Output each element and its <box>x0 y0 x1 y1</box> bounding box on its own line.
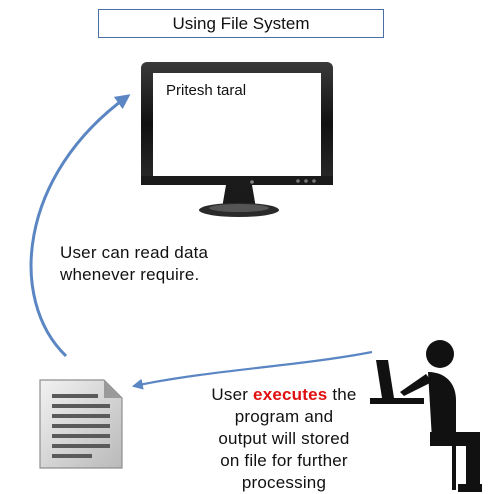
execute-caption-line: User executes the <box>176 384 392 406</box>
diagram-title: Using File System <box>98 9 384 38</box>
read-caption-line: whenever require. <box>60 265 200 284</box>
monitor-button <box>296 179 300 183</box>
execute-caption-line: processing <box>241 473 327 492</box>
monitor-screen-text: Pritesh taral <box>166 82 247 99</box>
monitor-button <box>304 179 308 183</box>
monitor-button <box>312 179 316 183</box>
execute-caption: User executes the program and output wil… <box>176 384 392 494</box>
execute-caption-line: on file for further <box>220 451 348 470</box>
execute-caption-line: output will stored <box>218 429 350 448</box>
monitor-screen <box>153 73 321 177</box>
monitor-led <box>250 180 254 184</box>
arrow-to-document <box>131 350 373 390</box>
read-caption: User can read data whenever require. <box>60 242 290 286</box>
monitor-bottom-bar <box>141 176 333 185</box>
monitor-neck <box>222 185 256 208</box>
execute-caption-post: the <box>327 385 357 404</box>
document-icon <box>39 379 123 469</box>
arrow-to-monitor <box>29 94 131 358</box>
execute-caption-line: program and <box>234 407 334 426</box>
monitor-icon <box>141 62 333 217</box>
execute-highlight-word: executes <box>253 385 328 404</box>
user-at-computer-icon <box>370 340 482 492</box>
monitor-base-highlight <box>209 204 269 212</box>
execute-caption-pre: User <box>211 385 254 404</box>
read-caption-line: User can read data <box>60 243 209 262</box>
